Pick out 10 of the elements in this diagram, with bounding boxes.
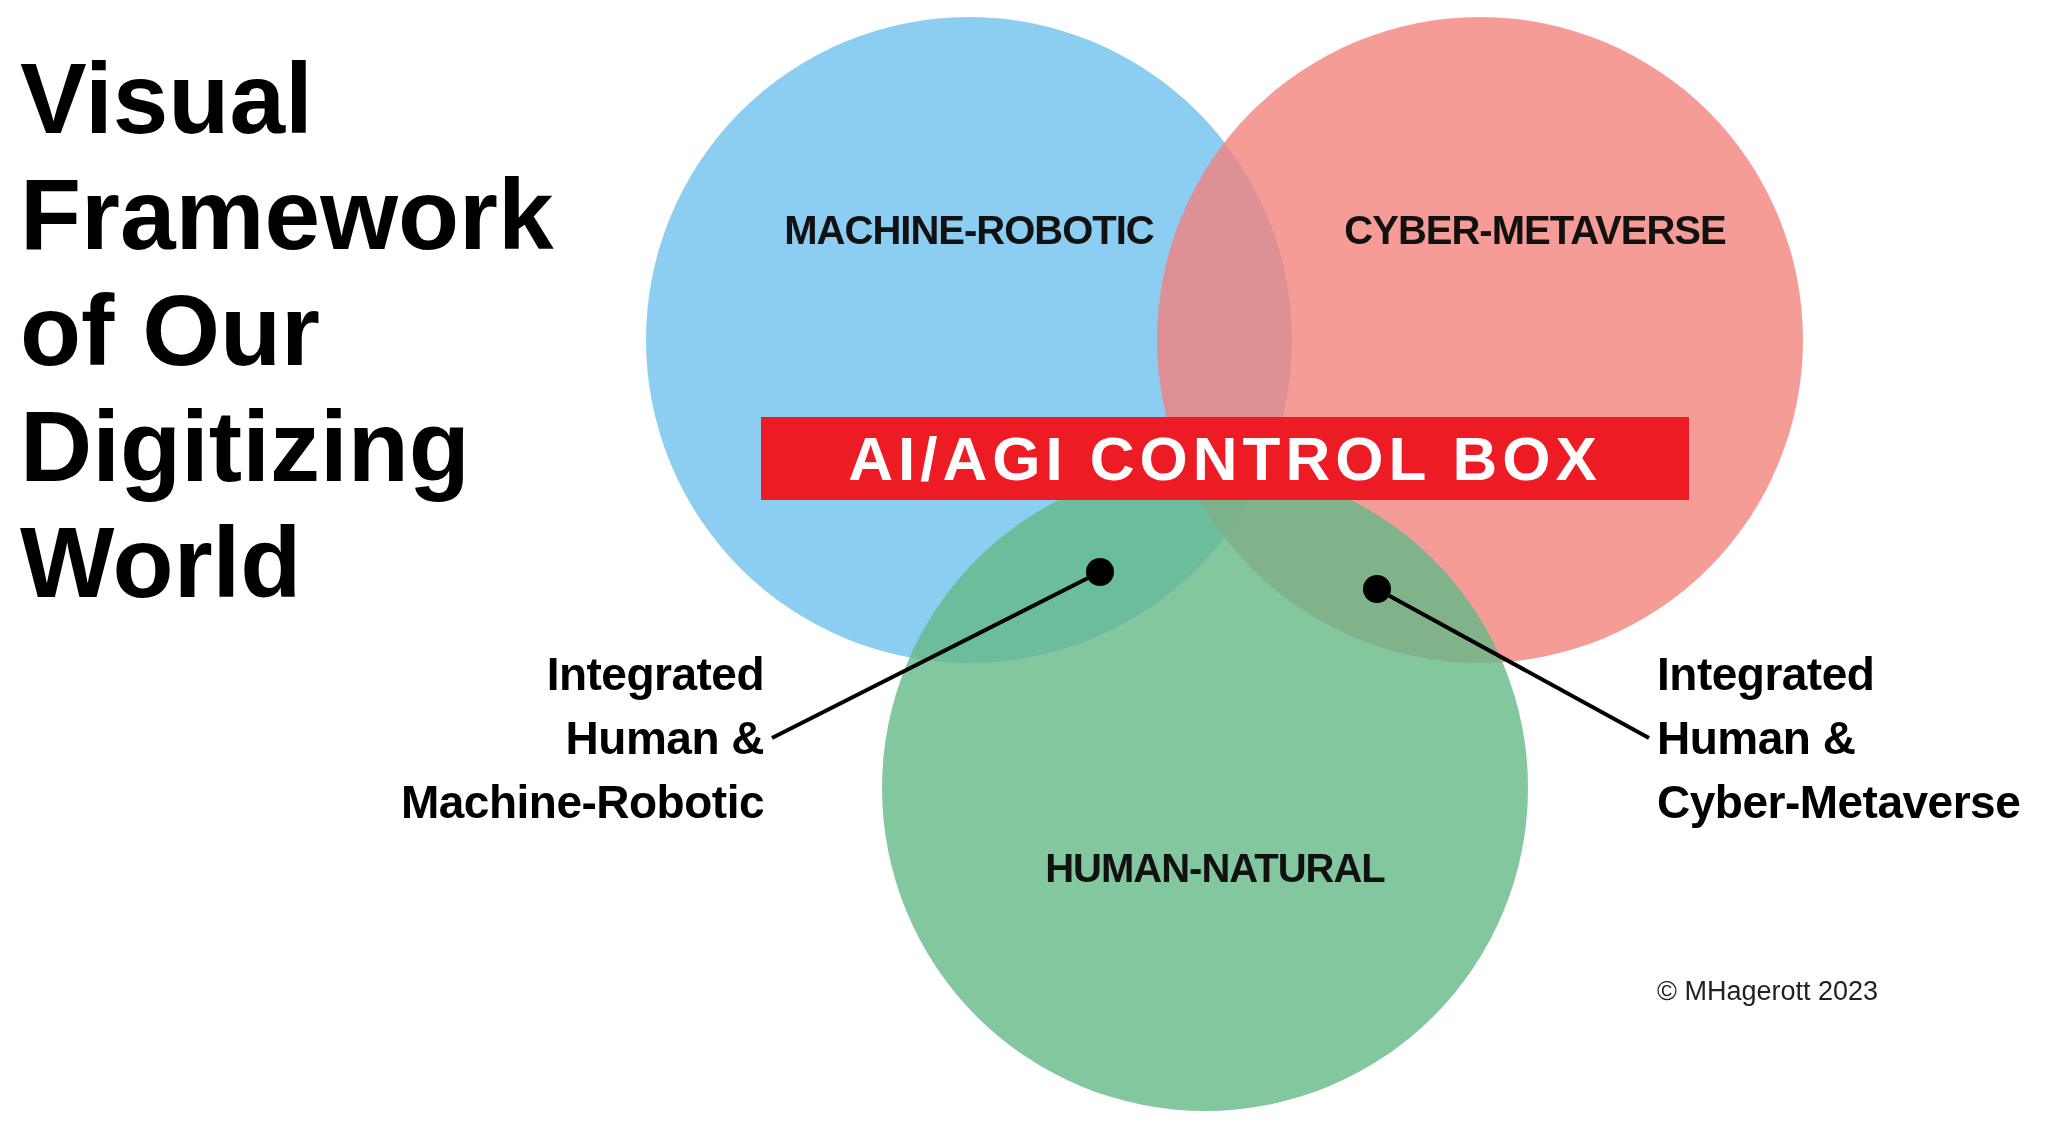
control-box-banner: AI/AGI CONTROL BOX <box>761 417 1689 500</box>
circle-label: HUMAN-NATURAL <box>1045 845 1385 891</box>
circle-label: MACHINE-ROBOTIC <box>784 207 1154 253</box>
copyright-note: © MHagerott 2023 <box>1657 976 1878 1007</box>
leader-line <box>771 576 1089 740</box>
leader-line <box>1388 593 1650 740</box>
callout-text: Integrated Human & Machine-Robotic <box>389 642 764 834</box>
diagram-title: Visual Framework of Our Digitizing World <box>20 41 555 620</box>
circle-label: CYBER-METAVERSE <box>1344 207 1726 253</box>
callout-text: Integrated Human & Cyber-Metaverse <box>1657 642 2032 834</box>
